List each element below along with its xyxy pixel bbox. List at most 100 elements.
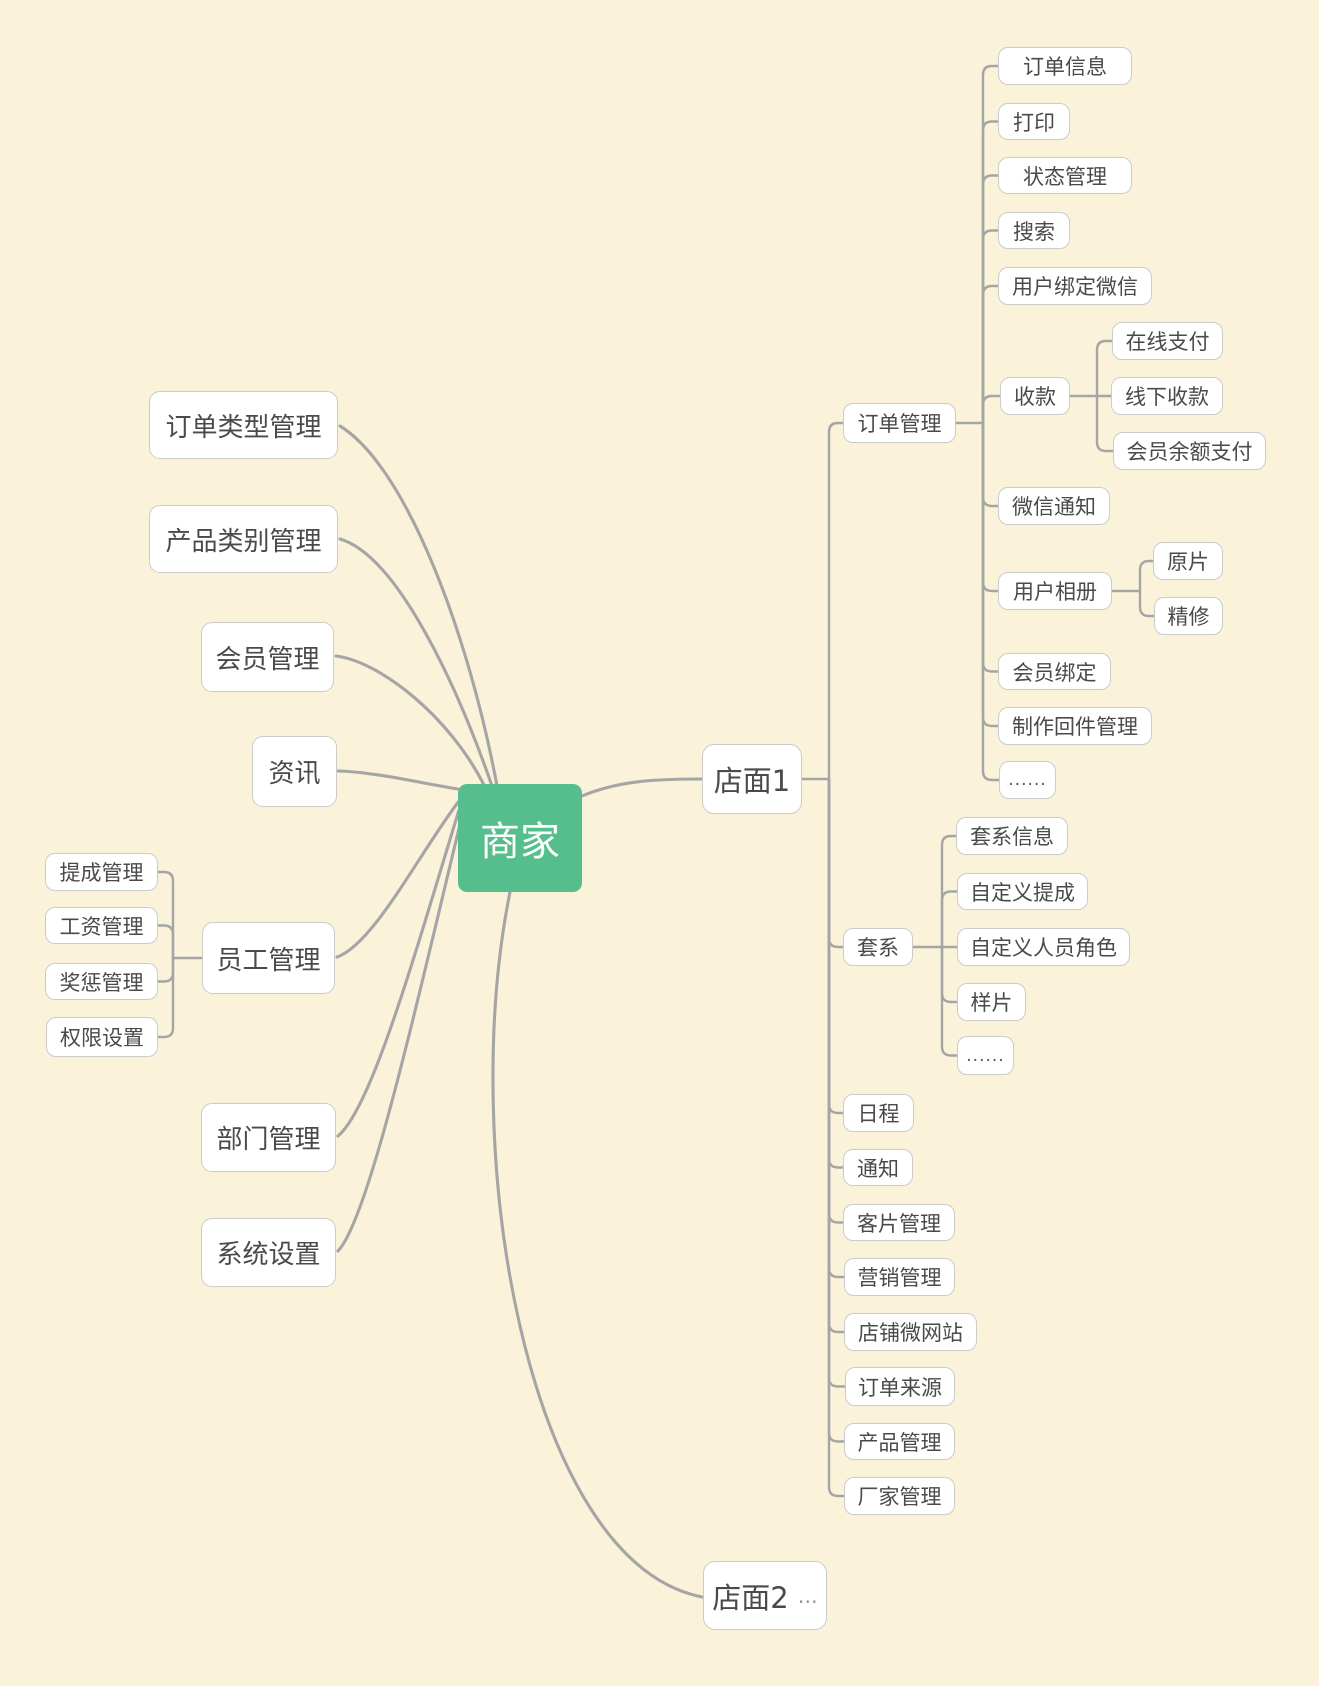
edge-staff-management-commission-management [156, 870, 175, 960]
node-store-1[interactable]: 店面1 [702, 744, 802, 814]
edge-store-1-marketing-management [827, 777, 846, 1279]
node-manufacturer-management[interactable]: 厂家管理 [844, 1477, 955, 1515]
node-label: 制作回件管理 [1012, 715, 1138, 739]
edge-merchant-system-settings [336, 818, 463, 1253]
edge-package-sample-photos [940, 945, 959, 1004]
edge-order-management-user-bind-wechat [981, 284, 1000, 425]
edge-merchant-member-management [334, 654, 486, 787]
edge-package-package-more [940, 945, 959, 1057]
node-package-info[interactable]: 套系信息 [956, 817, 1068, 855]
node-salary-management[interactable]: 工资管理 [45, 907, 158, 944]
node-label: 部门管理 [216, 1125, 321, 1155]
node-user-bind-wechat[interactable]: 用户绑定微信 [998, 267, 1152, 305]
node-label: 收款 [1014, 385, 1056, 409]
node-retouched-photos[interactable]: 精修 [1154, 597, 1223, 635]
node-product-return-management[interactable]: 制作回件管理 [998, 707, 1152, 745]
node-system-settings[interactable]: 系统设置 [201, 1218, 336, 1287]
edge-store-1-order-management [827, 421, 845, 781]
node-label: 订单管理 [857, 412, 942, 436]
node-label: 微信通知 [1012, 495, 1096, 519]
node-permission-settings[interactable]: 权限设置 [46, 1017, 158, 1057]
edge-package-package-info [940, 834, 958, 949]
node-order-info[interactable]: 订单信息 [998, 47, 1132, 85]
node-label: 产品管理 [857, 1430, 942, 1455]
node-label: 原片 [1167, 550, 1209, 574]
node-schedule[interactable]: 日程 [843, 1094, 914, 1132]
node-sample-photos[interactable]: 样片 [957, 983, 1026, 1021]
edge-user-album-original-photos [1138, 559, 1155, 593]
node-label: 产品类别管理 [165, 526, 322, 557]
node-member-binding[interactable]: 会员绑定 [998, 653, 1111, 690]
node-label: 订单类型管理 [165, 412, 322, 443]
node-store-micro-website[interactable]: 店铺微网站 [844, 1313, 977, 1351]
node-label: 样片 [970, 991, 1013, 1015]
node-department-management[interactable]: 部门管理 [201, 1103, 336, 1172]
edge-store-1-store-micro-website [827, 777, 846, 1334]
node-print[interactable]: 打印 [998, 103, 1070, 140]
node-status-management[interactable]: 状态管理 [998, 157, 1132, 194]
node-label: 套系 [857, 936, 899, 960]
node-store-2[interactable]: 店面2... [703, 1561, 827, 1630]
node-label: 套系信息 [970, 825, 1054, 849]
node-custom-staff-roles[interactable]: 自定义人员角色 [957, 928, 1130, 966]
node-label: 厂家管理 [857, 1485, 942, 1509]
node-product-category-management[interactable]: 产品类别管理 [149, 505, 338, 573]
edge-store-1-order-source [827, 777, 847, 1388]
node-order-source[interactable]: 订单来源 [845, 1367, 955, 1406]
node-member-balance-payment[interactable]: 会员余额支付 [1113, 432, 1266, 470]
node-custom-commission[interactable]: 自定义提成 [957, 873, 1088, 910]
edge-store-1-package [827, 777, 845, 949]
edge-order-management-member-binding [981, 421, 1000, 673]
node-reward-punishment-management[interactable]: 奖惩管理 [45, 963, 158, 1000]
node-label: 营销管理 [857, 1266, 942, 1290]
node-commission-management[interactable]: 提成管理 [45, 853, 158, 891]
edge-merchant-department-management [336, 808, 461, 1138]
edge-order-management-status-management [981, 174, 1000, 425]
node-label: 订单来源 [858, 1375, 942, 1400]
edge-merchant-order-type-management [338, 424, 499, 788]
node-package-more[interactable]: ...... [957, 1036, 1014, 1075]
node-notification[interactable]: 通知 [843, 1149, 913, 1186]
edge-merchant-news [336, 769, 460, 791]
node-label: 会员绑定 [1012, 660, 1097, 685]
node-payment-collection[interactable]: 收款 [1000, 377, 1070, 415]
node-staff-management[interactable]: 员工管理 [202, 922, 335, 994]
edge-merchant-store-2 [491, 890, 704, 1599]
node-user-album[interactable]: 用户相册 [998, 572, 1112, 610]
node-original-photos[interactable]: 原片 [1153, 542, 1223, 580]
edge-order-management-payment-collection [981, 394, 1002, 425]
node-label-suffix: ... [797, 1583, 818, 1608]
node-label: 自定义人员角色 [970, 936, 1117, 960]
node-offline-collection[interactable]: 线下收款 [1111, 377, 1223, 415]
node-customer-photo-management[interactable]: 客片管理 [843, 1204, 955, 1241]
node-product-management[interactable]: 产品管理 [844, 1423, 955, 1460]
node-online-payment[interactable]: 在线支付 [1112, 322, 1223, 360]
node-label: 商家 [480, 819, 560, 865]
node-label: 状态管理 [1023, 164, 1107, 189]
node-wechat-notification[interactable]: 微信通知 [998, 487, 1110, 525]
node-marketing-management[interactable]: 营销管理 [844, 1258, 955, 1296]
node-label: 在线支付 [1125, 330, 1210, 354]
edge-order-management-wechat-notification [981, 421, 1000, 508]
node-search[interactable]: 搜索 [998, 212, 1070, 249]
edge-staff-management-permission-settings [156, 956, 175, 1039]
edge-staff-management-salary-management [156, 924, 175, 960]
node-label: 店面1 [713, 764, 791, 798]
node-order-management-more[interactable]: ...... [999, 761, 1056, 799]
edge-merchant-staff-management [335, 799, 461, 959]
node-label: 员工管理 [216, 945, 321, 976]
node-member-management[interactable]: 会员管理 [201, 622, 334, 692]
node-label: 订单信息 [1023, 55, 1107, 79]
node-news[interactable]: 资讯 [252, 736, 337, 807]
edge-merchant-product-category-management [338, 537, 494, 788]
node-label: 系统设置 [216, 1240, 321, 1270]
node-label: 资讯 [268, 759, 321, 789]
node-package[interactable]: 套系 [843, 928, 913, 966]
node-merchant[interactable]: 商家 [458, 784, 582, 892]
node-order-type-management[interactable]: 订单类型管理 [149, 391, 338, 459]
edge-payment-collection-online-payment [1095, 339, 1114, 398]
node-order-management[interactable]: 订单管理 [843, 403, 956, 443]
edge-order-management-search [981, 229, 1000, 425]
